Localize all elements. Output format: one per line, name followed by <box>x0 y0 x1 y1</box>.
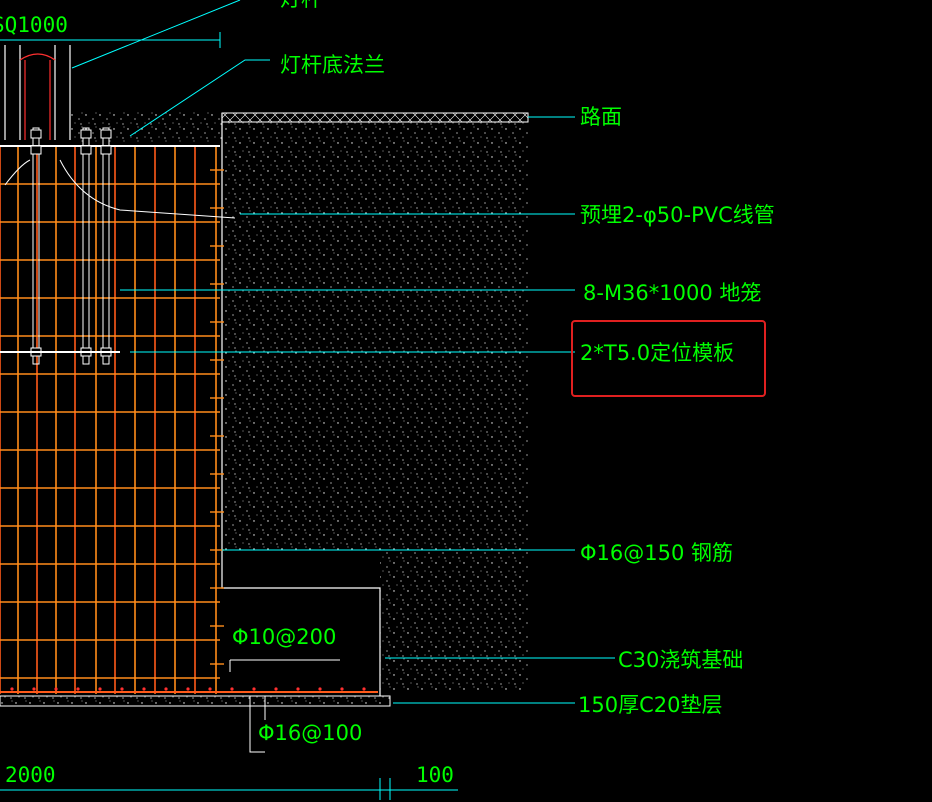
rebar-bottom-dot <box>54 687 58 691</box>
label-rebar-stirrup: Φ10@200 <box>232 625 336 649</box>
bolt-nut <box>100 129 112 139</box>
rebar-bottom-dot <box>230 687 234 691</box>
label-rebar-main: Φ16@150 钢筋 <box>580 541 733 565</box>
label-top-partial: 灯杆 <box>280 0 322 11</box>
rebar-bottom-dot <box>274 687 278 691</box>
rebar-bottom-dot <box>142 687 146 691</box>
anchor-bolt <box>32 127 40 365</box>
anchor-bolt <box>82 127 90 365</box>
label-top-left: SQ1000 <box>0 13 68 37</box>
bolt-nut <box>80 145 92 155</box>
rebar-bottom-dot <box>208 687 212 691</box>
anchor-bolt <box>102 127 110 365</box>
soil-fill-main <box>222 122 528 550</box>
road-surface-hatch <box>221 112 529 123</box>
rebar-bottom-dot <box>76 687 80 691</box>
bolt-nut <box>30 129 42 139</box>
label-positioning-template: 2*T5.0定位模板 <box>580 341 734 365</box>
soil-fill-top <box>70 112 222 142</box>
anchor-bolts <box>30 127 112 365</box>
label-pvc-conduit: 预埋2-φ50-PVC线管 <box>580 203 775 227</box>
label-dim-right: 100 <box>416 763 454 787</box>
rebar-bottom-dot <box>340 687 344 691</box>
label-rebar-bottom: Φ16@100 <box>258 721 362 745</box>
rebar-bottom-dot <box>164 687 168 691</box>
rebar-bottom-dot <box>252 687 256 691</box>
foundation-outline <box>221 113 381 696</box>
dimension-lines <box>229 659 340 753</box>
rebar-bottom-dot <box>120 687 124 691</box>
rebar-bottom-dot <box>32 687 36 691</box>
bolt-nut <box>30 145 42 155</box>
rebar-bottom-dot <box>296 687 300 691</box>
rebar-bottom-dot <box>98 687 102 691</box>
rebar-bottom-dot <box>318 687 322 691</box>
highlight-box <box>571 320 766 397</box>
bolt-nut <box>80 129 92 139</box>
label-foundation: C30浇筑基础 <box>618 648 743 672</box>
label-road-surface: 路面 <box>580 105 622 129</box>
bolt-nut <box>100 145 112 155</box>
rebar-bottom-dot <box>10 687 14 691</box>
label-dim-left: 2000 <box>5 763 56 787</box>
label-pole-base-flange: 灯杆底法兰 <box>280 53 385 77</box>
leader-lines <box>0 0 615 800</box>
cushion-layer <box>0 695 391 707</box>
soil-fill-lower <box>380 550 528 690</box>
label-anchor-bolts: 8-M36*1000 地笼 <box>583 281 761 305</box>
rebar-bottom-dot <box>362 687 366 691</box>
rebar-bottom-dot <box>186 687 190 691</box>
label-cushion: 150厚C20垫层 <box>578 693 722 717</box>
